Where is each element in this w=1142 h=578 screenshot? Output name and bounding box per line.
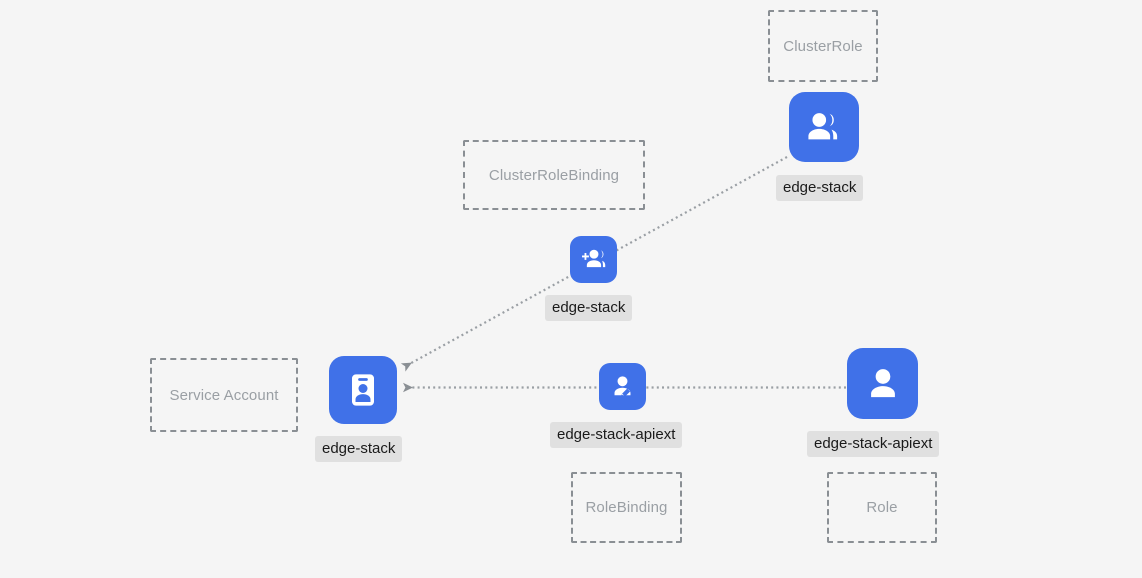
service-account-tile[interactable] bbox=[329, 356, 397, 424]
person-add-icon bbox=[579, 245, 608, 274]
group-box-cluster-role: ClusterRole bbox=[768, 10, 878, 82]
group-box-label-service-account: Service Account bbox=[169, 386, 279, 404]
person-edit-icon bbox=[608, 372, 637, 401]
group-box-role: Role bbox=[827, 472, 937, 543]
cluster-role-tile[interactable] bbox=[789, 92, 859, 162]
group-box-cluster-role-binding: ClusterRoleBinding bbox=[463, 140, 645, 210]
group-box-role-binding: RoleBinding bbox=[571, 472, 682, 543]
person-icon bbox=[862, 363, 904, 405]
role-tile[interactable] bbox=[847, 348, 918, 419]
role-node-label: edge-stack-apiext bbox=[807, 431, 940, 457]
role-binding-tile[interactable] bbox=[599, 363, 646, 410]
role-binding-node-label: edge-stack-apiext bbox=[550, 422, 683, 448]
group-box-label-role-binding: RoleBinding bbox=[585, 499, 668, 516]
group-box-label-cluster-role: ClusterRole bbox=[783, 37, 863, 55]
cluster-role-binding-node-label: edge-stack bbox=[545, 295, 633, 321]
group-box-service-account: Service Account bbox=[150, 358, 298, 432]
cluster-role-node-label: edge-stack bbox=[776, 175, 864, 201]
group-box-label-role: Role bbox=[866, 499, 898, 516]
id-badge-icon bbox=[343, 370, 383, 410]
group-box-label-cluster-role-binding: ClusterRoleBinding bbox=[488, 166, 620, 184]
group-users-icon bbox=[803, 106, 845, 148]
service-account-node-label: edge-stack bbox=[315, 436, 403, 462]
cluster-role-binding-tile[interactable] bbox=[570, 236, 617, 283]
